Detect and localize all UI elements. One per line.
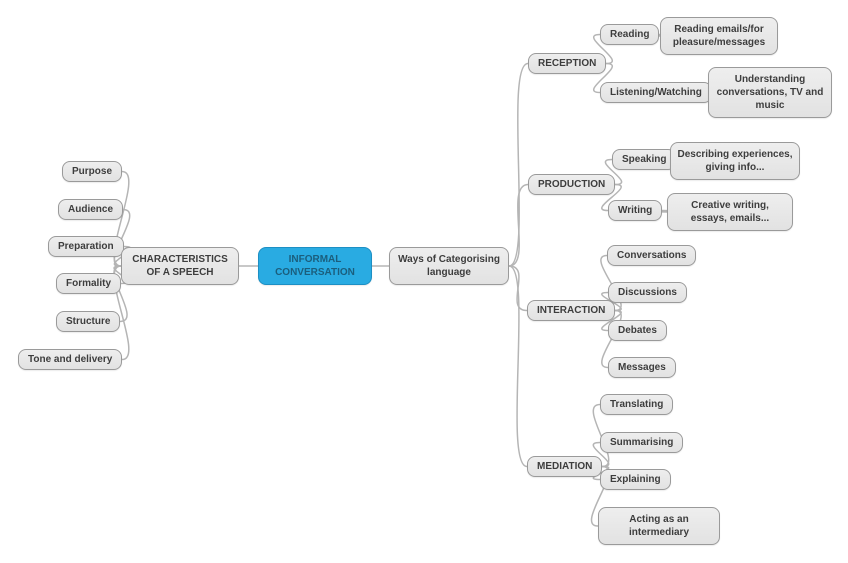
node-informal-conversation[interactable]: INFORMAL CONVERSATION <box>258 247 372 285</box>
node-structure[interactable]: Structure <box>56 311 121 332</box>
node-speaking-detail[interactable]: Describing experiences, giving info... <box>670 142 800 180</box>
node-listening-watching[interactable]: Listening/Watching <box>600 82 712 103</box>
node-explaining[interactable]: Explaining <box>600 469 671 490</box>
node-debates[interactable]: Debates <box>608 320 667 341</box>
node-audience[interactable]: Audience <box>58 199 124 220</box>
node-translating[interactable]: Translating <box>600 394 674 415</box>
node-messages[interactable]: Messages <box>608 357 676 378</box>
node-acting-as-an-intermediary[interactable]: Acting as an intermediary <box>598 507 720 545</box>
node-tone-and-delivery[interactable]: Tone and delivery <box>18 349 123 370</box>
node-purpose[interactable]: Purpose <box>62 161 123 182</box>
node-interaction[interactable]: INTERACTION <box>527 300 616 321</box>
node-conversations[interactable]: Conversations <box>607 245 697 266</box>
node-writing-detail[interactable]: Creative writing, essays, emails... <box>667 193 793 231</box>
node-reading-detail[interactable]: Reading emails/for pleasure/messages <box>660 17 778 55</box>
node-speaking[interactable]: Speaking <box>612 149 677 170</box>
node-summarising[interactable]: Summarising <box>600 432 684 453</box>
node-ways-of-categorising-language[interactable]: Ways of Categorising language <box>389 247 509 285</box>
node-production[interactable]: PRODUCTION <box>528 174 616 195</box>
node-discussions[interactable]: Discussions <box>608 282 687 303</box>
node-listening-watching-detail[interactable]: Understanding conversations, TV and musi… <box>708 67 832 118</box>
node-mediation[interactable]: MEDIATION <box>527 456 603 477</box>
node-reading[interactable]: Reading <box>600 24 660 45</box>
node-reception[interactable]: RECEPTION <box>528 53 607 74</box>
node-formality[interactable]: Formality <box>56 273 122 294</box>
node-writing[interactable]: Writing <box>608 200 663 221</box>
node-preparation[interactable]: Preparation <box>48 236 124 257</box>
node-characteristics-of-a-speech[interactable]: CHARACTERISTICS OF A SPEECH <box>121 247 239 285</box>
